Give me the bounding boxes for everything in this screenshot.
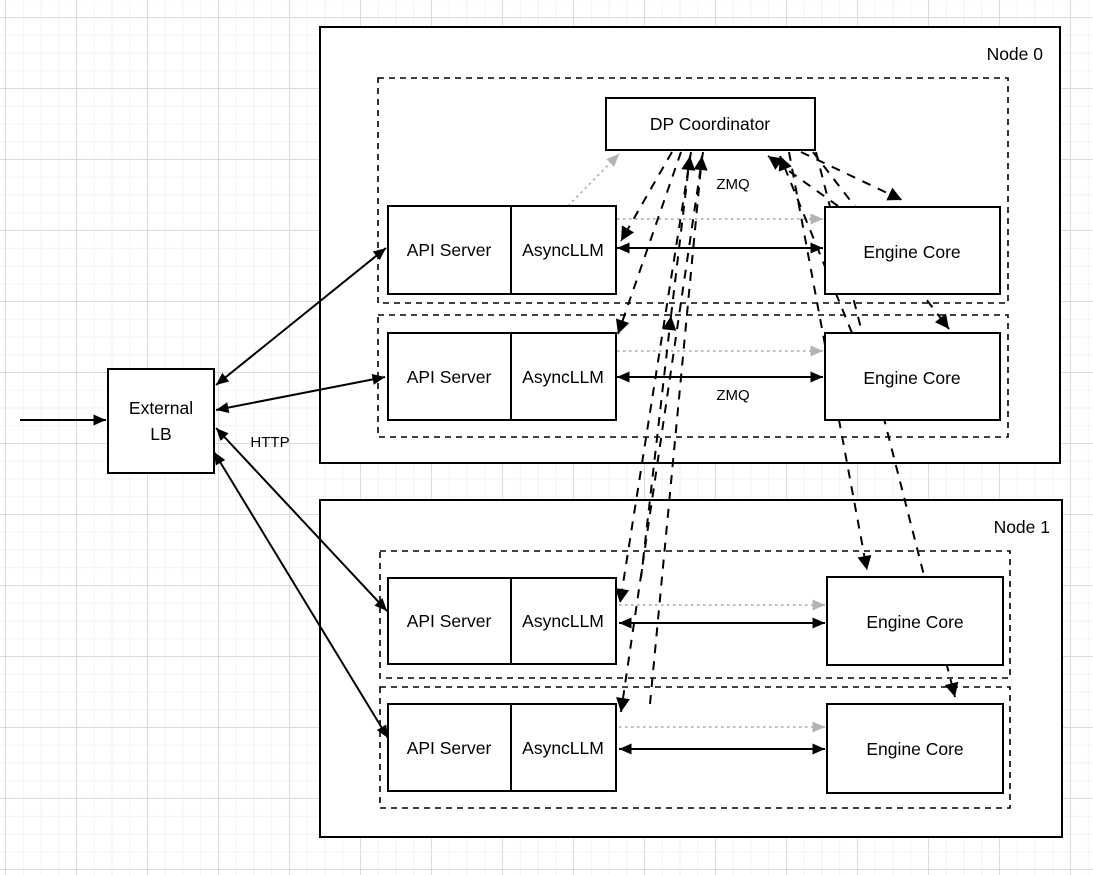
dotted-async-to-coordinator bbox=[567, 153, 620, 207]
arrow-lb-api-n1r1 bbox=[213, 451, 389, 739]
api-server-label-n1r1: API Server bbox=[407, 738, 492, 758]
engine-core-box-n1r1 bbox=[826, 703, 1004, 794]
dashed-coord-to-async-n1r0 bbox=[615, 151, 692, 604]
api-server-label-n0r1: API Server bbox=[407, 367, 492, 387]
api-server-label-n1r0: API Server bbox=[407, 611, 492, 631]
dashed-engine-n0r1-to-coord bbox=[778, 155, 853, 334]
node1-label: Node 1 bbox=[994, 517, 1050, 537]
dp-coordinator-label: DP Coordinator bbox=[650, 114, 770, 134]
api-server-label-n0r0: API Server bbox=[407, 240, 492, 260]
http-label: HTTP bbox=[250, 434, 289, 451]
api-async-box-n1r1 bbox=[387, 703, 617, 792]
arrow-lb-api-n0r1 bbox=[215, 373, 386, 414]
dashed-coord-to-async-n0r1 bbox=[615, 151, 682, 335]
api-async-box-n0r0 bbox=[387, 205, 617, 295]
engine-core-box-n0r0 bbox=[824, 206, 1001, 295]
dashed-coord-to-async-n0r0 bbox=[620, 151, 673, 242]
api-async-box-n0r1 bbox=[387, 332, 617, 421]
engine-core-box-n1r0 bbox=[826, 576, 1004, 666]
node0-label: Node 0 bbox=[987, 44, 1044, 64]
engine-core-label-n0r0: Engine Core bbox=[863, 242, 960, 262]
asyncllm-label-n1r1: AsyncLLM bbox=[522, 738, 604, 758]
arrow-lb-api-n0r0 bbox=[215, 247, 387, 386]
zmq-label-coordinator: ZMQ bbox=[716, 176, 749, 193]
external-lb-label-line2: LB bbox=[150, 424, 171, 444]
dashed-coord-to-engine-n0r1 bbox=[812, 151, 950, 330]
external-lb-label-line1: External bbox=[129, 398, 193, 418]
dp-coordinator-box bbox=[605, 97, 816, 151]
external-lb-box bbox=[107, 368, 215, 474]
dashed-async-n1r1-to-coord bbox=[649, 155, 708, 705]
asyncllm-label-n1r0: AsyncLLM bbox=[522, 611, 604, 631]
engine-core-label-n0r1: Engine Core bbox=[863, 368, 960, 388]
engine-core-box-n0r1 bbox=[824, 332, 1001, 421]
asyncllm-label-n0r1: AsyncLLM bbox=[522, 367, 604, 387]
api-async-box-n1r0 bbox=[387, 577, 617, 665]
engine-core-label-n1r0: Engine Core bbox=[866, 612, 963, 632]
zmq-label-row2: ZMQ bbox=[716, 387, 749, 404]
asyncllm-label-n0r0: AsyncLLM bbox=[522, 240, 604, 260]
engine-core-label-n1r1: Engine Core bbox=[866, 739, 963, 759]
